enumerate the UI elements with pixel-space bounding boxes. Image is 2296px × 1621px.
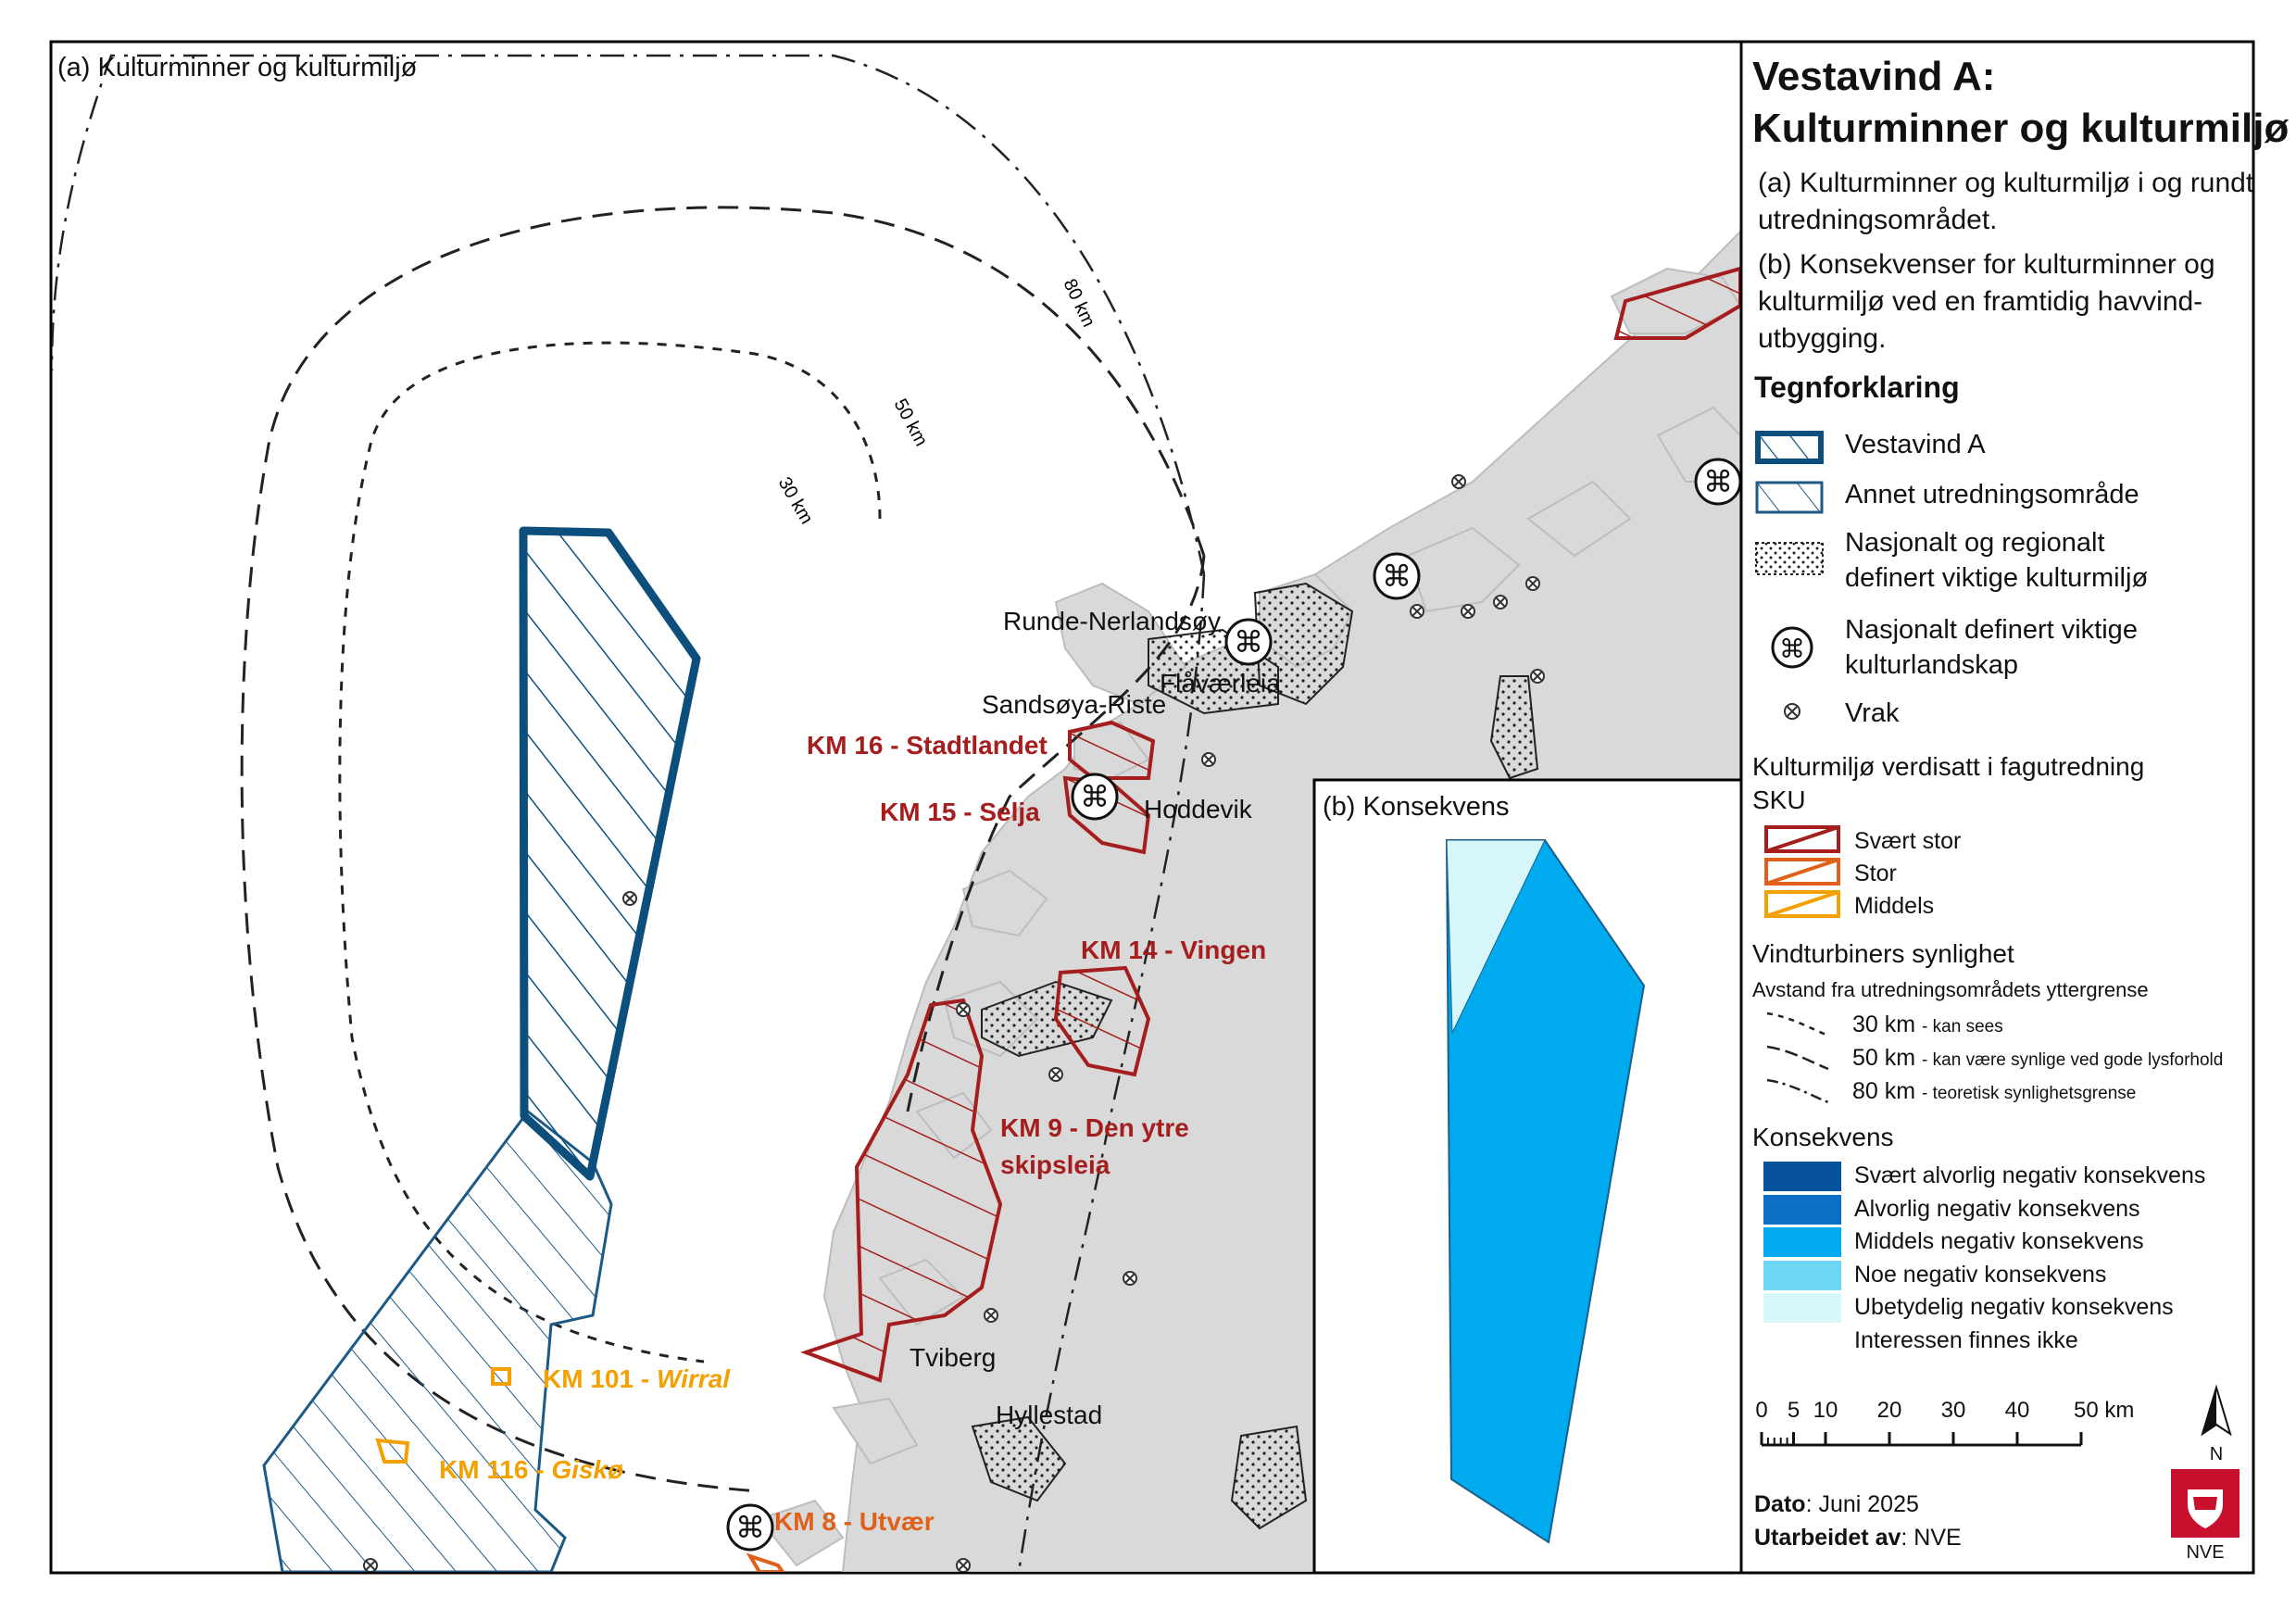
- legend-sku-line2: SKU: [1752, 785, 1806, 814]
- konsekvens-label: Svært alvorlig negativ konsekvens: [1854, 1162, 2206, 1188]
- place-tviberg: Tviberg: [910, 1343, 996, 1372]
- konsekvens-label: Middels negativ konsekvens: [1854, 1228, 2144, 1254]
- landscape-icon: ⌘: [1771, 626, 1813, 669]
- label-km15: KM 15 - Selja: [880, 798, 1040, 826]
- legend-annet: Annet utredningsområde: [1845, 480, 2139, 509]
- place-sandsoya: Sandsøya-Riste: [982, 690, 1166, 719]
- label-km14: KM 14 - Vingen: [1081, 936, 1266, 964]
- vestavind-a-area: [519, 526, 701, 1181]
- konsekvens-swatch: [1763, 1162, 1841, 1191]
- legend-synlighet-heading: Vindturbiners synlighet: [1752, 939, 2014, 968]
- label-km8: KM 8 - Utvær: [774, 1507, 935, 1536]
- konsekvens-swatch: [1763, 1326, 1841, 1356]
- km116-area: [375, 1438, 410, 1464]
- label-km101: KM 101 - Wirral: [543, 1364, 731, 1393]
- km8-area: [746, 1552, 785, 1572]
- svg-text:⌘: ⌘: [1234, 624, 1263, 660]
- konsekvens-label: Ubetydelig negativ konsekvens: [1854, 1294, 2174, 1320]
- legend-dato: Dato: Juni 2025: [1754, 1491, 1919, 1517]
- other-study-area: [262, 1109, 613, 1572]
- scale-tick-label: 10: [1813, 1398, 1838, 1423]
- label-km116: KM 116 - Giskø: [439, 1455, 623, 1484]
- nve-logo: NVE: [2171, 1469, 2240, 1563]
- km9-area: [800, 998, 1003, 1383]
- place-hyllestad: Hyllestad: [996, 1401, 1102, 1429]
- synlighet-30: 30 km - kan sees: [1852, 1012, 2003, 1037]
- konsekvens-label: Alvorlig negativ konsekvens: [1854, 1195, 2140, 1222]
- vestavind-swatch: [1755, 431, 1824, 464]
- buffer-80km: [52, 54, 1206, 1572]
- synlighet-80: 80 km - teoretisk synlighetsgrense: [1852, 1078, 2137, 1104]
- konsekvens-swatch: [1763, 1227, 1841, 1257]
- sku-svaert-stor: Svært stor: [1854, 828, 1962, 854]
- wreck-markers: [363, 474, 1545, 1572]
- scale-tick-label: 50 km: [2074, 1398, 2134, 1423]
- km14-area: [1053, 965, 1151, 1077]
- scale-tick-label: 30: [1941, 1398, 1966, 1423]
- svg-text:NVE: NVE: [2186, 1542, 2224, 1563]
- svg-text:⌘: ⌘: [735, 1510, 765, 1545]
- konsekvens-swatch: [1763, 1293, 1841, 1323]
- konsekvens-label: Noe negativ konsekvens: [1854, 1261, 2107, 1288]
- legend-panel: Vestavind A: Kulturminner og kulturmiljø…: [1741, 43, 2289, 1573]
- konsekvens-label: Interessen finnes ikke: [1854, 1326, 2078, 1353]
- nasjonalt-swatch: [1755, 542, 1824, 575]
- legend-sku-line1: Kulturmiljø verdisatt i fagutredning: [1752, 752, 2145, 781]
- legend-desc-a: (a) Kulturminner og kulturmiljø i og run…: [1758, 168, 2254, 235]
- sku-stor: Stor: [1854, 861, 1897, 886]
- legend-landskap-line1: Nasjonalt definert viktige: [1845, 615, 2138, 645]
- svg-text:⌘: ⌘: [1779, 634, 1805, 664]
- place-flavaerleia: Flåværleia: [1160, 669, 1281, 697]
- synlighet-swatches: [1766, 1012, 1829, 1104]
- cultural-landscape-markers: ⌘ ⌘ ⌘ ⌘ ⌘: [726, 458, 1740, 1552]
- legend-utarbeidet: Utarbeidet av: NVE: [1754, 1525, 1962, 1551]
- svg-text:⌘: ⌘: [1080, 779, 1110, 814]
- consequence-polygon-ubetydelig: [1446, 839, 1546, 1034]
- north-arrow-icon: N: [2201, 1384, 2232, 1464]
- svg-text:⌘: ⌘: [1703, 464, 1733, 499]
- panel-a-label: (a) Kulturminner og kulturmiljø: [57, 53, 418, 82]
- panel-b-label: (b) Konsekvens: [1323, 792, 1510, 822]
- scale-tick-label: 0: [1755, 1398, 1767, 1423]
- legend-nasjonalt-line1: Nasjonalt og regionalt: [1845, 528, 2105, 558]
- legend-landskap-line2: kulturlandskap: [1845, 650, 2018, 680]
- legend-nasjonalt-line2: definert viktige kulturmiljø: [1845, 563, 2149, 593]
- konsekvens-swatch: [1763, 1194, 1841, 1225]
- label-km16: KM 16 - Stadtlandet: [807, 731, 1048, 760]
- sku-middels: Middels: [1854, 893, 1935, 919]
- annet-swatch: [1755, 481, 1824, 514]
- km16-area: [1068, 720, 1156, 780]
- wreck-icon: [1784, 703, 1800, 720]
- legend-synlighet-sub: Avstand fra utredningsområdets yttergren…: [1752, 978, 2149, 1001]
- label-km9-line1: KM 9 - Den ytre: [1000, 1113, 1189, 1142]
- legend-desc-b: (b) Konsekvenser for kulturminner og kul…: [1758, 249, 2215, 354]
- place-runde: Runde-Nerlandsøy: [1003, 607, 1221, 635]
- synlighet-50: 50 km - kan være synlige ved gode lysfor…: [1852, 1045, 2224, 1071]
- legend-title-line1: Vestavind A:: [1752, 54, 1996, 99]
- svg-text:⌘: ⌘: [1382, 559, 1411, 594]
- legend-vestavind: Vestavind A: [1845, 430, 1986, 459]
- legend-heading: Tegnforklaring: [1754, 371, 1960, 404]
- scale-tick-label: 5: [1788, 1398, 1800, 1423]
- svg-text:N: N: [2210, 1444, 2223, 1464]
- sku-swatches: [1764, 825, 1840, 918]
- legend-title-line2: Kulturminner og kulturmiljø: [1752, 106, 2290, 151]
- km101-area: [491, 1367, 511, 1386]
- sku-middels-areas: [375, 1367, 511, 1464]
- label-km9-line2: skipsleia: [1000, 1150, 1110, 1179]
- scale-tick-label: 40: [2005, 1398, 2030, 1423]
- place-hoddevik: Hoddevik: [1144, 795, 1253, 823]
- legend-vrak: Vrak: [1845, 698, 1900, 728]
- konsekvens-swatch: [1763, 1260, 1841, 1290]
- legend-konsekvens-heading: Konsekvens: [1752, 1123, 1894, 1151]
- scale-tick-label: 20: [1877, 1398, 1902, 1423]
